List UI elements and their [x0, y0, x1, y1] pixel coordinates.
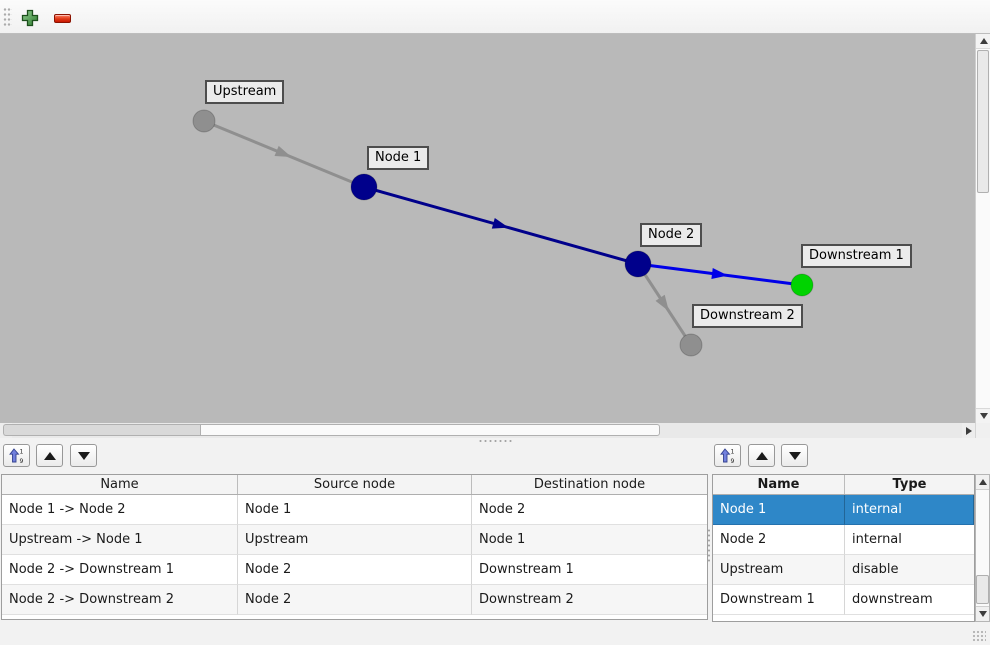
graph-canvas[interactable]: Upstream Node 1 Node 2 Downstream 1 Down… [0, 34, 975, 423]
remove-node-button[interactable] [50, 6, 74, 30]
plus-icon [21, 9, 39, 27]
table-row[interactable]: Upstream -> Node 1 Upstream Node 1 [2, 525, 707, 555]
edges-table: Name Source node Destination node Node 1… [1, 474, 708, 620]
edge-name-cell: Upstream -> Node 1 [2, 525, 238, 555]
node-name-cell: Upstream [713, 555, 845, 585]
column-header-source-node[interactable]: Source node [238, 475, 472, 494]
node-label-downstream1: Downstream 1 [801, 244, 912, 268]
graph-svg [192, 109, 814, 357]
node-label-node2: Node 2 [640, 223, 703, 247]
table-row[interactable]: Downstream 1 downstream [713, 585, 974, 615]
node-label-downstream2: Downstream 2 [692, 304, 803, 328]
node-node1[interactable] [350, 173, 378, 201]
scrollbar-corner [975, 423, 990, 438]
table-row[interactable]: Upstream disable [713, 555, 974, 585]
scroll-up-button[interactable] [976, 34, 990, 49]
edges-sort-button[interactable]: 1 9 [3, 444, 30, 467]
node-name-cell: Downstream 1 [713, 585, 845, 615]
table-row[interactable]: Node 2 internal [713, 525, 974, 555]
hscroll-thumb[interactable] [3, 424, 200, 436]
nodes-vscroll-thumb[interactable] [976, 575, 989, 604]
column-header-name[interactable]: Name [2, 475, 238, 494]
edge-destination-cell: Downstream 1 [472, 555, 707, 585]
canvas-horizontal-scrollbar[interactable] [0, 423, 975, 438]
triangle-right-icon [965, 426, 972, 435]
triangle-down-icon [979, 413, 988, 419]
table-row[interactable]: Node 2 -> Downstream 1 Node 2 Downstream… [2, 555, 707, 585]
vertical-splitter-handle[interactable] [707, 528, 713, 564]
node-type-cell: internal [845, 495, 974, 525]
hscroll-thumb-highlight[interactable] [200, 424, 660, 436]
nodes-move-down-button[interactable] [781, 444, 808, 467]
node-type-cell: disable [845, 555, 974, 585]
triangle-up-icon [755, 451, 768, 460]
node-node2[interactable] [624, 250, 652, 278]
table-row[interactable]: Node 1 -> Node 2 Node 1 Node 2 [2, 495, 707, 525]
node-label-node1: Node 1 [367, 146, 430, 170]
nodes-sort-button[interactable]: 1 9 [714, 444, 741, 467]
triangle-up-icon [43, 451, 56, 460]
triangle-down-icon [978, 611, 987, 617]
table-row-selected[interactable]: Node 1 internal [713, 495, 974, 525]
svg-text:9: 9 [19, 458, 23, 464]
add-node-button[interactable] [18, 6, 42, 30]
arrowhead-icon [491, 218, 509, 229]
node-downstream2[interactable] [679, 333, 703, 357]
scroll-right-button[interactable] [962, 423, 975, 438]
triangle-up-icon [978, 479, 987, 485]
nodes-move-up-button[interactable] [748, 444, 775, 467]
node-downstream1[interactable] [790, 273, 814, 297]
edge-source-cell: Node 2 [238, 555, 472, 585]
nodes-table-header: Name Type [713, 475, 974, 495]
svg-text:1: 1 [19, 449, 23, 456]
edge-source-cell: Node 1 [238, 495, 472, 525]
edge-source-cell: Upstream [238, 525, 472, 555]
table-row[interactable]: Node 2 -> Downstream 2 Node 2 Downstream… [2, 585, 707, 615]
node-name-cell: Node 1 [713, 495, 845, 525]
canvas-vscroll-thumb[interactable] [977, 50, 989, 193]
edge-name-cell: Node 1 -> Node 2 [2, 495, 238, 525]
node-name-cell: Node 2 [713, 525, 845, 555]
toolbar-drag-handle[interactable] [3, 7, 12, 28]
node-type-cell: downstream [845, 585, 974, 615]
edge-source-cell: Node 2 [238, 585, 472, 615]
scroll-down-button[interactable] [976, 606, 989, 621]
scroll-down-button[interactable] [976, 408, 990, 423]
edge-name-cell: Node 2 -> Downstream 2 [2, 585, 238, 615]
column-header-type[interactable]: Type [892, 477, 927, 492]
node-upstream[interactable] [192, 109, 216, 133]
column-header-destination-node[interactable]: Destination node [533, 477, 646, 492]
sort-ascending-icon: 1 9 [719, 448, 734, 464]
nodes-table-scrollbar[interactable] [975, 474, 990, 622]
node-type-cell: internal [845, 525, 974, 555]
scroll-up-button[interactable] [976, 475, 989, 490]
minus-icon [53, 13, 71, 23]
triangle-down-icon [77, 451, 90, 460]
window-resize-grip[interactable] [972, 630, 986, 642]
edge-destination-cell: Downstream 2 [472, 585, 707, 615]
arrowhead-icon [655, 294, 669, 312]
edge-name-cell: Node 2 -> Downstream 1 [2, 555, 238, 585]
edge-destination-cell: Node 2 [472, 495, 707, 525]
arrowhead-icon [711, 268, 728, 279]
arrowhead-icon [274, 145, 292, 158]
main-toolbar [0, 0, 990, 34]
triangle-down-icon [788, 451, 801, 460]
edges-table-header: Name Source node Destination node [2, 475, 707, 495]
column-header-name[interactable]: Name [713, 475, 845, 494]
edges-move-up-button[interactable] [36, 444, 63, 467]
triangle-up-icon [979, 38, 988, 44]
horizontal-splitter-handle[interactable] [478, 439, 512, 444]
canvas-vertical-scrollbar[interactable] [975, 34, 990, 423]
nodes-table: Name Type Node 1 internal Node 2 interna… [712, 474, 975, 622]
edges-move-down-button[interactable] [70, 444, 97, 467]
sort-ascending-icon: 1 9 [8, 448, 23, 464]
edge-destination-cell: Node 1 [472, 525, 707, 555]
svg-text:1: 1 [730, 449, 734, 456]
node-label-upstream: Upstream [205, 80, 285, 104]
svg-text:9: 9 [730, 458, 734, 464]
